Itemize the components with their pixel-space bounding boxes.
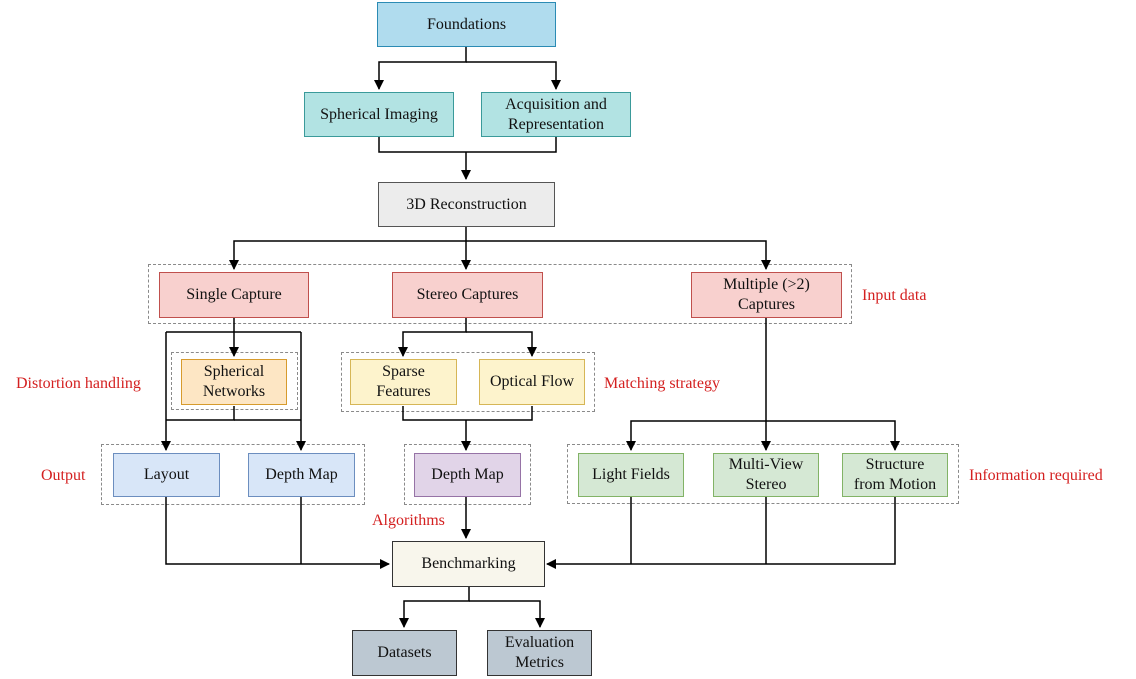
input-data-group	[148, 264, 852, 324]
edge-matching-merge	[402, 406, 533, 421]
node-datasets: Datasets	[352, 630, 457, 676]
node-depth-map-single: Depth Map	[248, 453, 355, 497]
edge-multiple-lightfields	[626, 420, 766, 451]
edge-foundations-acquisition	[466, 61, 561, 90]
node-multiple-captures: Multiple (>2) Captures	[691, 272, 842, 318]
edge-reconstruction-single	[229, 240, 466, 270]
node-benchmarking: Benchmarking	[392, 541, 545, 587]
edge-layout-benchmark	[165, 497, 390, 569]
edge-foundations-spherical	[374, 47, 467, 90]
output-group	[101, 444, 365, 505]
edge-sfm-benchmark	[546, 497, 896, 569]
label-information-required: Information required	[969, 467, 1103, 484]
matching-strategy-group	[341, 352, 595, 412]
node-optical-flow: Optical Flow	[479, 359, 585, 405]
edge-networks-merge	[166, 406, 235, 421]
label-matching-strategy: Matching strategy	[604, 375, 720, 392]
node-stereo-captures: Stereo Captures	[392, 272, 543, 318]
node-multi-view-stereo: Multi-View Stereo	[713, 453, 819, 497]
edge-merge-reconstruction	[378, 137, 557, 153]
node-sparse-features: Sparse Features	[350, 359, 457, 405]
node-layout: Layout	[113, 453, 220, 497]
label-algorithms: Algorithms	[372, 512, 445, 529]
node-foundations: Foundations	[377, 2, 556, 47]
node-structure-from-motion: Structure from Motion	[842, 453, 948, 497]
node-evaluation-metrics: Evaluation Metrics	[487, 630, 592, 676]
node-light-fields: Light Fields	[578, 453, 684, 497]
node-acquisition-representation: Acquisition and Representation	[481, 92, 631, 137]
edge-multiple-sfm	[766, 420, 900, 451]
label-input-data: Input data	[862, 287, 927, 304]
edge-stereo-optical	[466, 331, 537, 357]
label-distortion-handling: Distortion handling	[16, 375, 141, 392]
edge-benchmark-metrics	[469, 600, 545, 628]
edge-stereo-sparse	[398, 318, 467, 357]
node-single-capture: Single Capture	[159, 272, 309, 318]
label-output: Output	[41, 467, 86, 484]
node-spherical-imaging: Spherical Imaging	[304, 92, 454, 137]
node-spherical-networks: Spherical Networks	[181, 359, 287, 405]
edge-benchmark-datasets	[399, 587, 470, 628]
edge-reconstruction-multiple	[466, 240, 771, 270]
node-depth-map-stereo: Depth Map	[414, 453, 521, 497]
node-3d-reconstruction: 3D Reconstruction	[378, 182, 555, 227]
